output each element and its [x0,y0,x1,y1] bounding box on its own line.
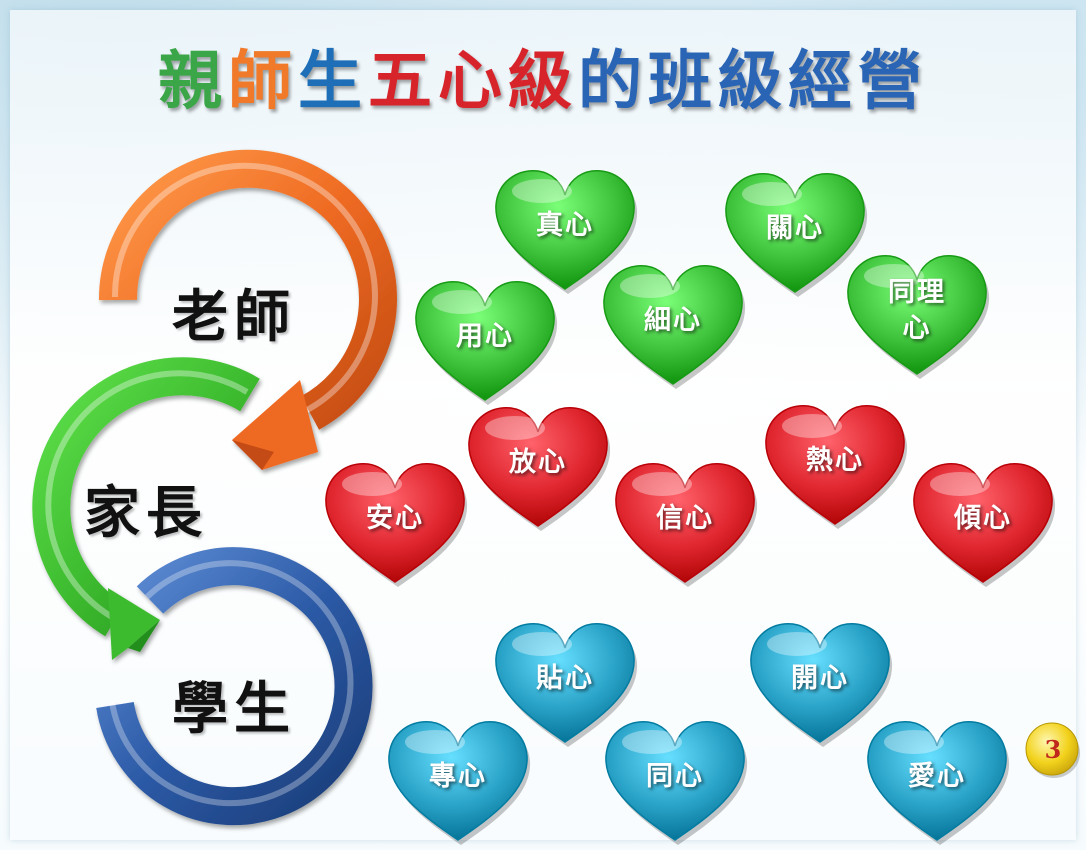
heart-label: 關心 [766,213,824,244]
heart-tonglixin: 同理 心 [842,252,992,382]
heart-label: 傾心 [954,503,1012,534]
heart-zhuanxin: 專心 [383,718,533,848]
heart-zhenxin: 真心 [490,167,640,297]
heart-yongxin: 用心 [410,278,560,408]
role-parent: 家長 [84,480,208,546]
heart-tiexin: 貼心 [490,620,640,750]
heart-shape [495,170,638,294]
page-number: 3 [1044,734,1062,764]
heart-aixin: 愛心 [862,718,1012,848]
heart-shape [388,721,531,845]
heart-label: 用心 [456,321,514,352]
title-part-shi: 師 [228,44,298,119]
title-part-qin: 親 [158,44,228,119]
heart-xinxin: 信心 [610,460,760,590]
heart-label: 同心 [646,761,704,792]
heart-label: 安心 [366,503,424,534]
heart-label: 開心 [791,663,849,694]
heart-label: 專心 [429,761,487,792]
heart-label: 真心 [536,210,594,241]
heart-anxin: 安心 [320,460,470,590]
heart-label: 同理 心 [888,277,946,344]
heart-label: 信心 [656,503,714,534]
heart-label: 愛心 [908,761,966,792]
heart-label: 細心 [644,305,702,336]
student-arrow [96,547,373,826]
heart-shape [605,721,748,845]
heart-shape [765,405,908,529]
heart-kaixin: 開心 [745,620,895,750]
heart-fangxin: 放心 [463,404,613,534]
heart-shape [615,463,758,587]
title-part-sheng: 生 [298,44,368,119]
heart-label: 貼心 [536,663,594,694]
heart-shape [913,463,1056,587]
role-teacher: 老師 [172,284,296,350]
heart-shape [415,281,558,405]
role-student: 學生 [172,676,296,742]
slide-title: 親師生五心級的班級經營 [0,42,1086,122]
page-number-badge: 3 [1024,720,1082,782]
heart-shape [468,407,611,531]
heart-rexin: 熱心 [760,402,910,532]
parent-arrow [32,357,260,660]
heart-label: 放心 [509,447,567,478]
title-part-five-hearts: 五心級 [368,44,578,119]
heart-tongxin: 同心 [600,718,750,848]
heart-xixin: 細心 [598,262,748,392]
heart-shape [867,721,1010,845]
heart-guanxin: 關心 [720,170,870,300]
heart-label: 熱心 [806,445,864,476]
teacher-arrow [98,149,397,470]
heart-shape [325,463,468,587]
heart-shape [750,623,893,747]
heart-shape [847,255,990,379]
heart-shape [495,623,638,747]
heart-qingxin: 傾心 [908,460,1058,590]
page-badge-circle [1025,722,1080,778]
heart-shape [603,265,746,389]
title-part-class-management: 的班級經營 [578,44,928,119]
heart-shape [725,173,868,297]
